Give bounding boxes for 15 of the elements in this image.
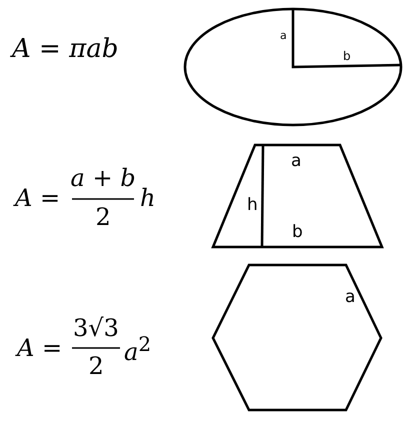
dimension-label: a [280,30,287,41]
dimension-label: a [291,153,302,170]
formula-text: A = πab [12,36,118,62]
dimension-label: h [247,197,258,214]
dimension-label: a [345,289,356,306]
formula-text: 2 [88,354,104,378]
formula-text: 3√3 [73,316,119,340]
dimension-label: b [292,224,303,241]
formula-text: a$^{2}$ [124,334,152,364]
dimension-label: b [343,50,351,62]
formula-text: A = [17,336,62,360]
formula-text: A = [15,186,60,210]
formula-text: 2 [96,205,111,229]
formula-text: a + b [70,166,136,190]
formula-text: h [140,186,156,210]
